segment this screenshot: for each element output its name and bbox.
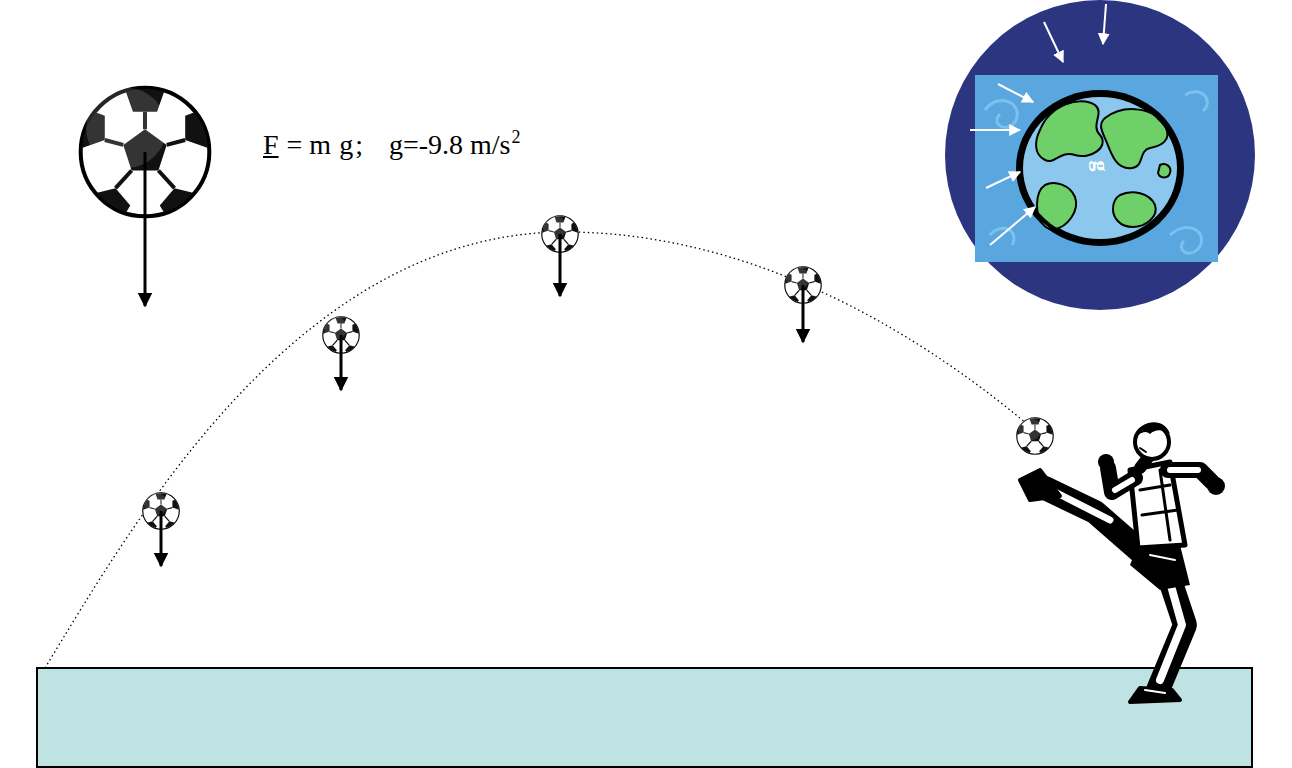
drawing-part: [945, 0, 1255, 310]
drawing-part: [1150, 555, 1175, 560]
trajectory-path: [45, 232, 1040, 668]
soccer-player: [1020, 422, 1225, 702]
drawing-part: [1140, 470, 1178, 540]
drawing-part: [986, 172, 1020, 188]
drawing-part: [1207, 477, 1225, 495]
drawing-part: [1023, 97, 1177, 239]
earth-icon: [945, 0, 1255, 310]
drawing-part: [975, 75, 1218, 262]
drawing-part: [1140, 448, 1146, 452]
drawing-part: [970, 4, 1106, 245]
drawing-part: [970, 129, 1020, 131]
drawing-part: [1185, 92, 1207, 111]
drawing-part: [1158, 164, 1170, 177]
drawing-part: [1145, 690, 1165, 693]
drawing-part: [1103, 4, 1106, 44]
drawing-part: [985, 100, 1017, 127]
drawing-part: [1170, 467, 1198, 473]
drawing-part: [1160, 575, 1182, 680]
drawing-part: [1036, 101, 1103, 161]
drawing-part: [1168, 470, 1212, 482]
formula-separator: ;: [355, 128, 363, 162]
trajectory-balls: [140, 212, 1056, 566]
drawing-part: [559, 234, 562, 296]
force-ball: [71, 74, 218, 306]
gravity-value: g=-9.8 m/s: [389, 128, 511, 162]
drawing-part: [985, 92, 1207, 253]
drawing-part: [802, 285, 805, 342]
formula: F= mg; g=-9.8 m/s2: [263, 128, 521, 162]
drawing-part: [1170, 227, 1202, 253]
drawing-part: [1020, 94, 1180, 242]
drawing-part: [160, 511, 163, 566]
gravity-symbol: g: [339, 128, 353, 162]
drawing-part: [1115, 480, 1132, 490]
drawing-part: [340, 335, 343, 390]
exponent: 2: [512, 128, 521, 146]
drawing-part: [1020, 470, 1060, 500]
drawing-part: [998, 84, 1033, 102]
formula-part: = m: [287, 128, 332, 162]
drawing-part: [990, 207, 1035, 245]
drawing-part: [1113, 192, 1156, 227]
drawing-part: [144, 152, 147, 306]
drawing-part: [1014, 414, 1056, 457]
drawing-part: [1136, 422, 1170, 438]
drawing-part: [1098, 454, 1114, 470]
force-symbol: F: [263, 128, 279, 162]
drawing-part: [1108, 468, 1135, 492]
gravity-label: g: [1087, 161, 1113, 172]
drawing-part: [1130, 688, 1180, 702]
drawing-part: [1055, 492, 1110, 520]
drawing-part: [1016, 90, 1184, 246]
ground-band: [37, 668, 1252, 767]
drawing-part: [1044, 22, 1063, 62]
drawing-part: [1036, 101, 1170, 229]
